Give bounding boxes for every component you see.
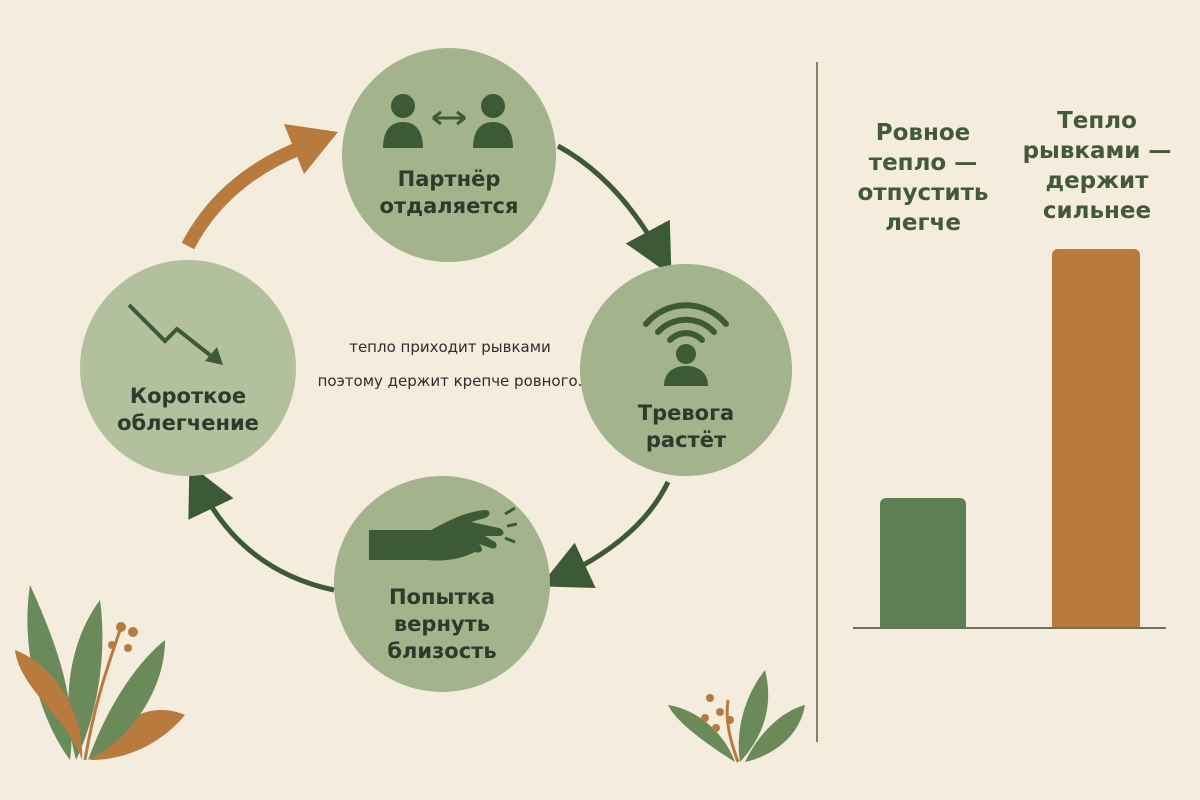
section-divider xyxy=(816,62,818,742)
node-relief-label: Короткое облегчение xyxy=(117,384,259,435)
node-partner-label: Партнёр отдаляется xyxy=(379,167,519,218)
two-people-arrows-icon xyxy=(383,94,513,148)
person-signal-waves-icon xyxy=(643,302,729,386)
center-note-line-1: тепло приходит рывками xyxy=(349,338,551,356)
bar-label-intermittent-warmth: Тепло рывками — держит сильнее xyxy=(1022,108,1172,224)
arrow-relief-to-partner xyxy=(181,124,338,250)
bar-intermittent-warmth xyxy=(1052,249,1140,627)
bar-steady-warmth xyxy=(880,498,966,627)
arrow-partner-to-anxiety xyxy=(556,143,672,276)
node-short-relief: Короткое облегчение xyxy=(80,260,296,476)
node-anxiety-grows: Тревога растёт xyxy=(580,264,792,476)
bar-label-steady-warmth: Ровное тепло — отпустить легче xyxy=(857,120,989,236)
arrow-anxiety-to-attempt xyxy=(539,480,671,589)
plant-center-decoration xyxy=(668,670,805,763)
node-anxiety-label: Тревога растёт xyxy=(637,401,735,452)
zigzag-down-arrow-icon xyxy=(127,303,223,365)
center-note-line-2: поэтому держит крепче ровного. xyxy=(317,372,583,390)
node-attempt-label: Попытка вернуть близость xyxy=(387,584,497,663)
node-attempt-closeness: Попытка вернуть близость xyxy=(334,476,550,692)
center-note: тепло приходит рывками поэтому держит кр… xyxy=(300,330,600,398)
node-partner-withdraws: Партнёр отдаляется xyxy=(342,48,556,262)
chart-baseline xyxy=(853,627,1166,629)
plant-left-decoration xyxy=(15,585,185,761)
arrow-attempt-to-relief xyxy=(188,463,335,593)
reaching-hand-icon xyxy=(369,506,517,561)
